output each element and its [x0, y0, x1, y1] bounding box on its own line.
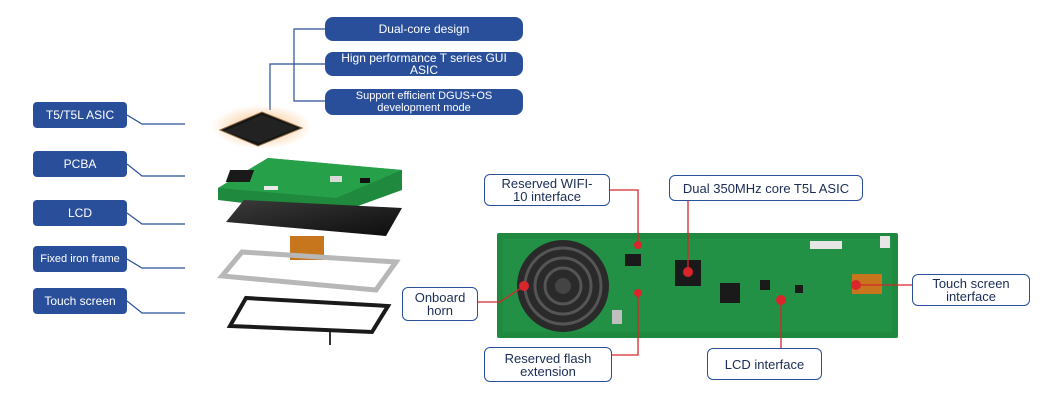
callout-lcd: LCD interface: [707, 348, 822, 380]
pcb-board: [497, 233, 898, 338]
callout-core: Dual 350MHz core T5L ASIC: [669, 175, 863, 201]
feature-gui-asic: Hign performance T series GUI ASIC: [325, 52, 523, 76]
callout-horn: Onboard horn: [402, 287, 478, 321]
feature-dual-core: Dual-core design: [325, 17, 523, 41]
callout-flash: Reserved flash extension: [484, 347, 612, 382]
layer-label-lcd: LCD: [33, 200, 127, 226]
pcba-layer: [218, 158, 402, 214]
callout-touch: Touch screen interface: [912, 274, 1030, 306]
layer-label-pcba: PCBA: [33, 151, 127, 177]
feature-connectors: [269, 28, 325, 110]
layer-label-iron-frame: Fixed iron frame: [33, 246, 127, 272]
layer-connectors: [126, 114, 185, 314]
callout-wifi: Reserved WIFI-10 interface: [484, 174, 610, 206]
layer-label-asic: T5/T5L ASIC: [33, 102, 127, 128]
asic-chip: [212, 105, 312, 149]
feature-dgus-os: Support efficient DGUS+OS development mo…: [325, 89, 523, 115]
layer-label-touch: Touch screen: [33, 288, 127, 314]
iron-frame-layer: [217, 249, 401, 293]
callout-leaders: [478, 189, 912, 356]
touch-screen-layer: [226, 295, 392, 345]
